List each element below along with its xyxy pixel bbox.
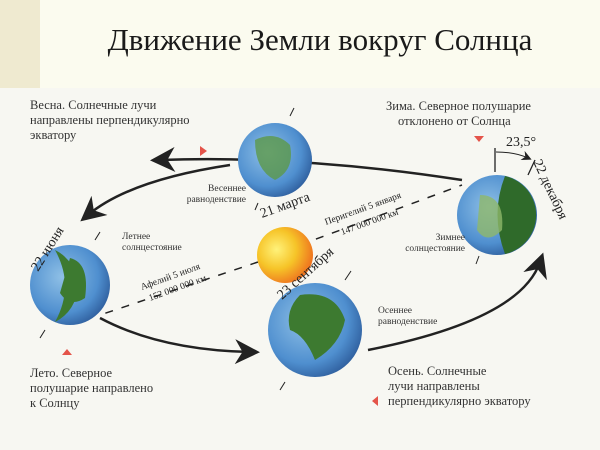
- text-line: отклонено от Солнца: [398, 114, 511, 128]
- text-line: к Солнцу: [30, 396, 80, 410]
- title-accent-block: [0, 0, 40, 88]
- text-line: Весна. Солнечные лучи: [30, 98, 157, 112]
- autumn-marker-icon: [372, 396, 378, 406]
- title-band: [0, 0, 600, 88]
- text-line: солнцестояние: [122, 243, 182, 253]
- text-line: полушарие направлено: [30, 381, 154, 395]
- text-line: равноденствие: [378, 317, 438, 327]
- text-line: Осеннее: [378, 306, 413, 316]
- text-line: равноденствие: [186, 195, 246, 205]
- text-line: Летнее: [122, 232, 151, 242]
- winter-marker-icon: [474, 136, 484, 142]
- autumn-event: Осеннее равноденствие: [378, 306, 437, 328]
- earth-spring: [238, 107, 312, 211]
- tilt-angle-label: 23,5°: [506, 135, 536, 150]
- text-line: Зима. Северное полушарие: [386, 99, 531, 113]
- winter-description: Зима. Северное полушарие отклонено от Со…: [386, 99, 531, 129]
- text-line: направлены перпендикулярно: [30, 113, 190, 127]
- text-line: Зимнее: [435, 233, 465, 243]
- text-line: солнцестояние: [405, 244, 465, 254]
- summer-event: Летнее солнцестояние: [122, 232, 182, 254]
- text-line: лучи направлены: [388, 379, 480, 393]
- orbit-arrow-autumn-winter: [367, 252, 547, 352]
- perihelion-line: [299, 184, 463, 246]
- text-line: перпендикулярно экватору: [388, 394, 531, 408]
- orbit-arrow-summer-autumn: [99, 316, 260, 365]
- earth-summer: [30, 231, 110, 339]
- summer-marker-icon: [62, 349, 72, 355]
- spring-event: Весеннее равноденствие: [186, 184, 246, 206]
- text-line: экватору: [30, 128, 77, 142]
- orbit-arrow-spring-summer: [80, 163, 231, 222]
- text-line: Осень. Солнечные: [388, 364, 487, 378]
- earth-autumn: [268, 270, 362, 391]
- tilt-angle-arc: [495, 150, 532, 161]
- autumn-description: Осень. Солнечные лучи направлены перпенд…: [388, 364, 531, 409]
- earth-winter: [457, 148, 537, 265]
- sun: [257, 227, 313, 283]
- page-title: Движение Земли вокруг Солнца: [107, 22, 533, 57]
- summer-description: Лето. Северное полушарие направлено к Со…: [30, 366, 153, 411]
- winter-event: Зимнее солнцестояние: [385, 233, 465, 255]
- spring-marker-icon: [200, 146, 207, 156]
- aphelion-line: [99, 261, 259, 316]
- text-line: Лето. Северное: [30, 366, 113, 380]
- spring-description: Весна. Солнечные лучи направлены перпенд…: [30, 98, 190, 143]
- text-line: Весеннее: [208, 184, 246, 194]
